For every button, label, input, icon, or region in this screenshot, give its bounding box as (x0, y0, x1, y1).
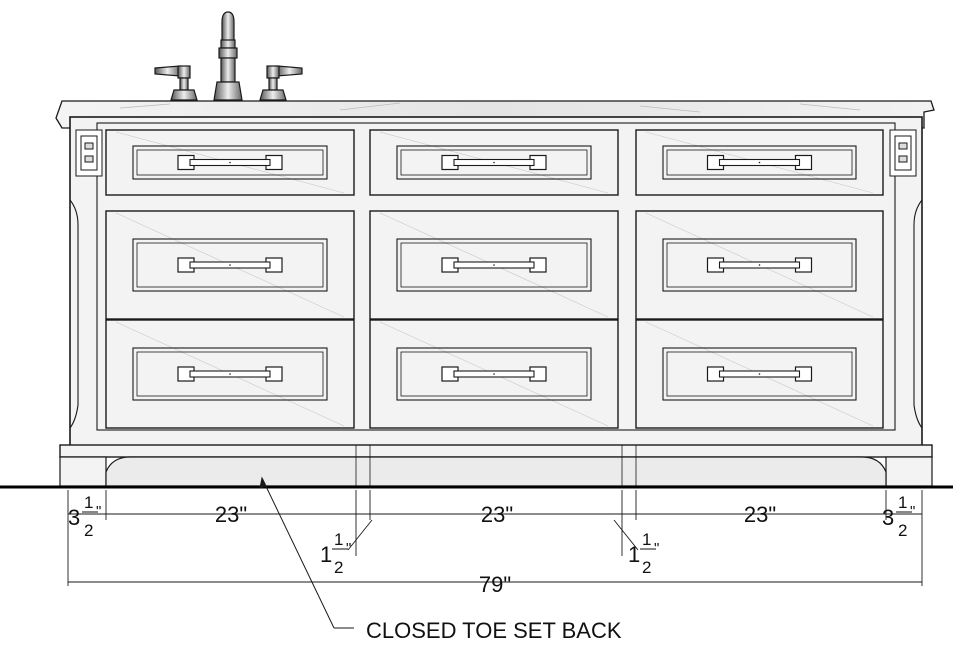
dim-end-right-unit: " (910, 503, 915, 520)
drawer-r2-c2[interactable] (369, 210, 619, 320)
drawer-r2-c3[interactable] (635, 210, 884, 320)
dim-gap-left-unit: " (346, 540, 351, 557)
dim-bay-left: 23" (215, 502, 247, 527)
dim-gap-left-whole: 1 (320, 542, 332, 567)
dim-gap-left: 1 1 2 " (320, 530, 351, 577)
dim-gap-left-den: 2 (334, 558, 343, 577)
dim-gap-left-num: 1 (334, 530, 343, 549)
drawer-r2-c1[interactable] (105, 210, 355, 320)
dim-gap-right-den: 2 (642, 558, 651, 577)
dim-bay-center: 23" (481, 502, 513, 527)
dim-gap-right-num: 1 (642, 530, 651, 549)
dim-bay-right: 23" (744, 502, 776, 527)
dim-end-right: 3 1 2 " (882, 493, 915, 540)
spout (213, 11, 243, 101)
drawer-r1-c2[interactable] (369, 129, 619, 196)
dim-end-left-unit: " (96, 503, 101, 520)
callout-label: CLOSED TOE SET BACK (366, 618, 622, 643)
drawer-pull[interactable] (177, 154, 283, 171)
dim-gap-right-unit: " (654, 540, 659, 557)
dim-gap-right: 1 1 2 " (628, 530, 659, 577)
drawer-grid (105, 129, 884, 429)
outlet-right (889, 129, 917, 177)
dim-end-left-num: 1 (84, 493, 93, 512)
left-handle (154, 65, 198, 101)
dimension-lines (67, 490, 923, 586)
drawer-pull[interactable] (441, 257, 547, 273)
dim-end-right-num: 1 (898, 493, 907, 512)
drawer-r3-c2[interactable] (369, 319, 619, 429)
drawer-r3-c3[interactable] (635, 319, 884, 429)
dim-overall: 79" (479, 572, 511, 597)
drawer-pull[interactable] (177, 257, 283, 273)
dim-gap-right-whole: 1 (628, 542, 640, 567)
callout-leader (259, 476, 354, 629)
drawer-pull[interactable] (706, 257, 813, 273)
drawer-pull[interactable] (706, 154, 813, 171)
dim-end-left-den: 2 (84, 521, 93, 540)
dim-end-right-den: 2 (898, 521, 907, 540)
toe-kick (59, 444, 933, 487)
drawer-r1-c1[interactable] (105, 129, 355, 196)
drawer-pull[interactable] (441, 366, 547, 382)
drawer-pull[interactable] (177, 366, 283, 382)
drawer-pull[interactable] (706, 366, 813, 382)
dim-end-right-whole: 3 (882, 505, 894, 530)
right-handle (259, 65, 303, 101)
faucet (154, 11, 303, 101)
drawer-pull[interactable] (441, 154, 547, 171)
dim-end-left: 3 1 2 " (68, 493, 101, 540)
dim-end-left-whole: 3 (68, 505, 80, 530)
outlet-left (75, 129, 103, 177)
drawer-r3-c1[interactable] (105, 319, 355, 429)
drawer-r1-c3[interactable] (635, 129, 884, 196)
